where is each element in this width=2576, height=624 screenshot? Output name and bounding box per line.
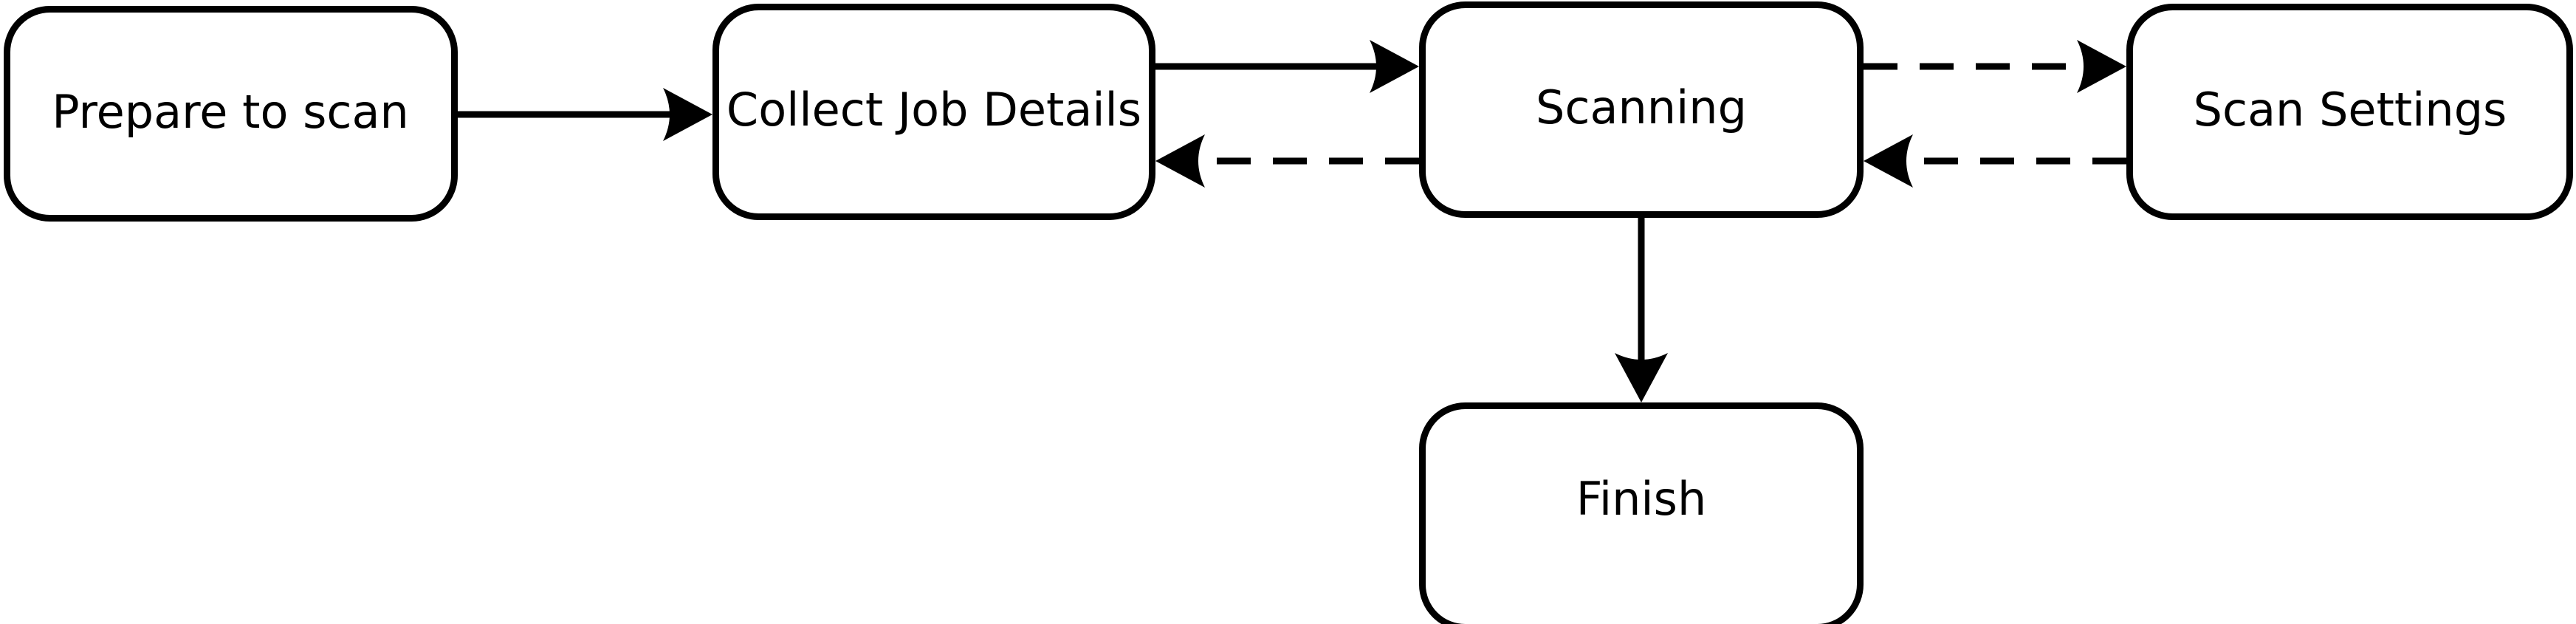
edge-prepare-to-collect	[458, 88, 712, 141]
node-scan-settings[interactable]: Scan Settings	[2126, 4, 2573, 220]
edge-scanning-to-collect	[1155, 134, 1419, 188]
node-collect-job-details[interactable]: Collect Job Details	[712, 4, 1155, 220]
arrowhead-right-icon	[663, 88, 712, 141]
edge-scanning-to-settings	[1864, 40, 2126, 93]
arrowhead-right-icon	[2077, 40, 2126, 93]
edge-collect-to-scanning	[1155, 40, 1419, 93]
node-collect-job-details-label: Collect Job Details	[727, 83, 1141, 137]
arrowhead-left-icon	[1864, 134, 1913, 188]
node-scanning[interactable]: Scanning	[1419, 1, 1864, 218]
node-finish-label: Finish	[1576, 472, 1707, 526]
arrowhead-down-icon	[1615, 353, 1668, 402]
node-scanning-shape[interactable]	[1419, 1, 1864, 218]
arrowhead-right-icon	[1370, 40, 1419, 93]
arrowhead-left-icon	[1155, 134, 1205, 188]
node-prepare-to-scan-label: Prepare to scan	[52, 85, 409, 139]
node-finish[interactable]: Finish	[1419, 402, 1864, 624]
node-prepare-to-scan[interactable]: Prepare to scan	[4, 6, 458, 222]
node-scanning-label: Scanning	[1536, 80, 1747, 134]
node-scan-settings-label: Scan Settings	[2194, 83, 2507, 137]
edge-scanning-to-finish	[1615, 218, 1668, 402]
edge-settings-to-scanning	[1864, 134, 2126, 188]
node-prepare-to-scan-shape[interactable]	[4, 6, 458, 222]
node-collect-job-details-shape[interactable]	[712, 4, 1155, 220]
node-finish-shape[interactable]	[1419, 402, 1864, 624]
node-scan-settings-shape[interactable]	[2126, 4, 2573, 220]
